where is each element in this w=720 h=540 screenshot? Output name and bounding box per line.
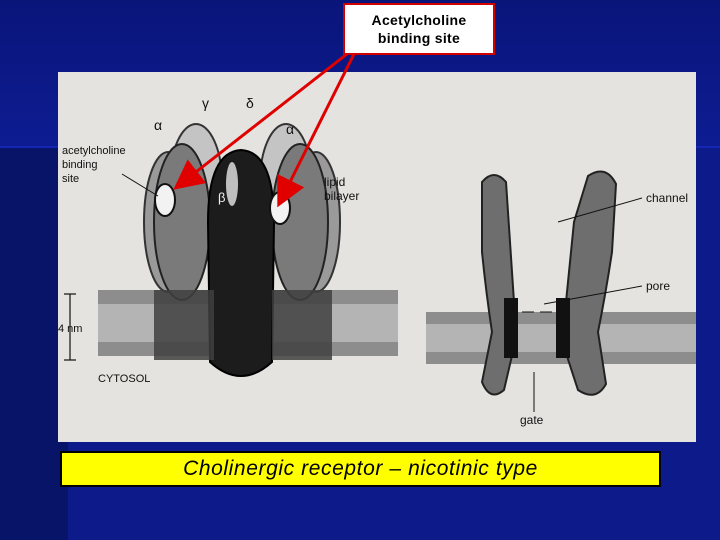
leader-binding-site xyxy=(121,173,159,197)
channel-cross-section xyxy=(480,170,618,396)
label-acetylcholine: acetylcholine xyxy=(62,145,126,157)
receptor-illustration: γ δ α α β acetylcholine binding site lip… xyxy=(58,95,696,427)
transmembrane-left xyxy=(154,290,214,360)
acetylcholine-binding-site-callout: Acetylcholine binding site xyxy=(343,3,495,55)
leader-pore xyxy=(543,285,643,305)
gate-left xyxy=(504,298,518,358)
transmembrane-right xyxy=(272,290,332,360)
receptor-3d-model xyxy=(143,123,341,377)
caption-text: Cholinergic receptor – nicotinic type xyxy=(183,457,538,480)
background-left-band xyxy=(0,148,68,540)
figure-caption: Cholinergic receptor – nicotinic type xyxy=(60,451,661,487)
binding-pocket-right xyxy=(269,191,291,225)
label-scale: 4 nm xyxy=(58,323,82,335)
binding-pocket-left xyxy=(154,183,176,217)
label-gate: gate xyxy=(520,413,544,427)
label-gamma: γ xyxy=(202,95,209,111)
label-site: site xyxy=(62,173,79,185)
label-pore: pore xyxy=(646,279,670,293)
label-alpha-right: α xyxy=(286,121,294,137)
leader-channel xyxy=(557,197,643,223)
label-binding: binding xyxy=(62,159,97,171)
callout-line-2: binding site xyxy=(377,30,461,46)
subunit-beta xyxy=(206,148,276,377)
label-alpha-left: α xyxy=(154,117,162,133)
label-channel: channel xyxy=(646,191,688,205)
beta-highlight xyxy=(226,162,238,206)
label-delta: δ xyxy=(246,95,254,111)
label-cytosol: CYTOSOL xyxy=(98,373,150,385)
subunit-alpha-left xyxy=(153,143,211,301)
gate-right xyxy=(556,298,570,358)
receptor-figure: γ δ α α β acetylcholine binding site lip… xyxy=(58,72,696,442)
label-lipid: lipid xyxy=(324,175,345,189)
label-bilayer: bilayer xyxy=(324,189,359,203)
callout-line-1: Acetylcholine xyxy=(371,12,467,28)
label-beta: β xyxy=(218,190,225,205)
